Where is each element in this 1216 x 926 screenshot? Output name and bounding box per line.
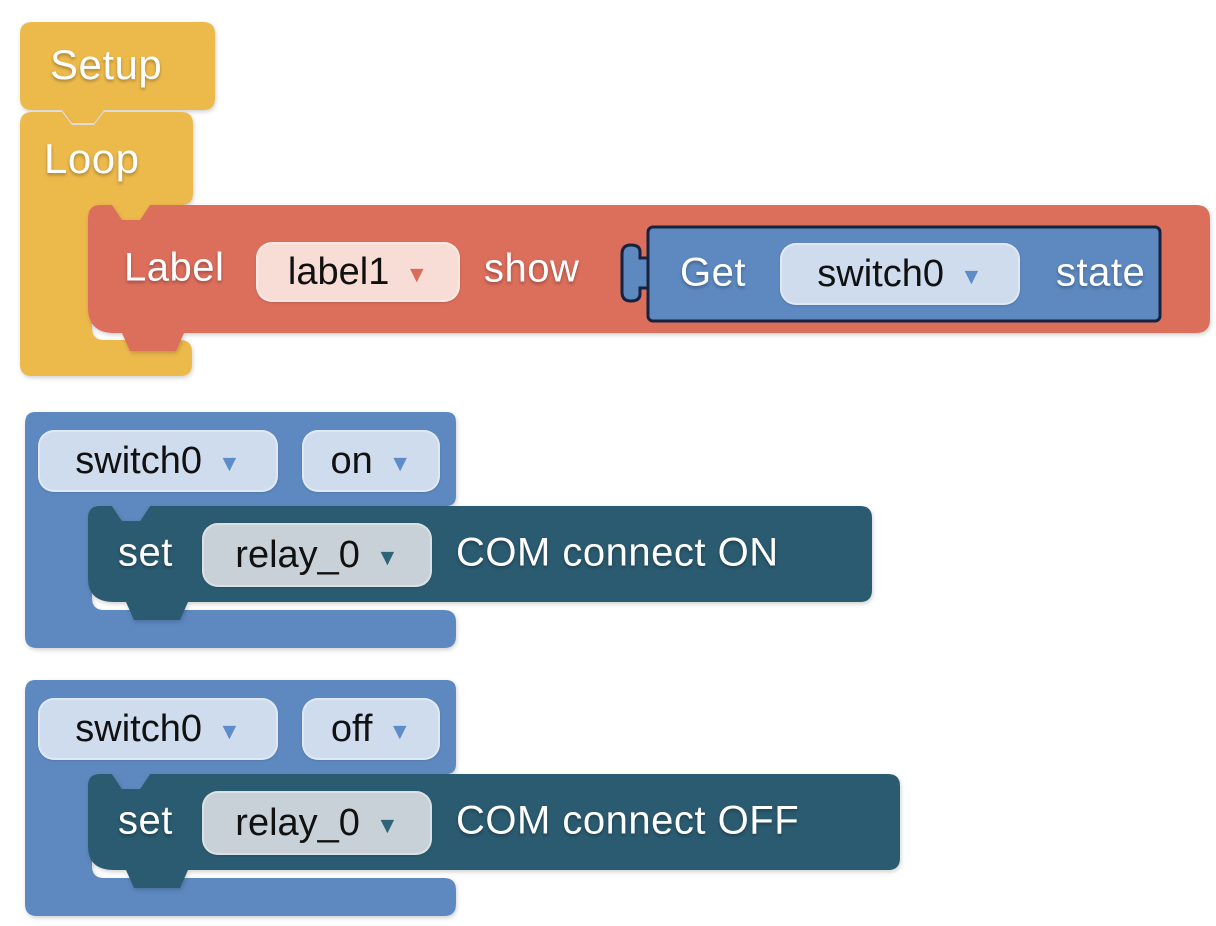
on-relay-dropdown[interactable]: relay_0 ▼ xyxy=(202,523,432,587)
off-event-state-dropdown[interactable]: off ▼ xyxy=(302,698,440,760)
off-event-state-dropdown-value: off xyxy=(330,707,373,750)
on-event-state-dropdown-value: on xyxy=(330,439,373,482)
setup-block[interactable] xyxy=(20,22,215,123)
dropdown-arrow-icon: ▼ xyxy=(388,717,412,744)
label-name-dropdown[interactable]: label1 ▼ xyxy=(256,242,460,302)
dropdown-arrow-icon: ▼ xyxy=(217,717,241,744)
dropdown-arrow-icon: ▼ xyxy=(405,260,429,287)
set-off-keyword: set xyxy=(118,798,173,843)
dropdown-arrow-icon: ▼ xyxy=(959,262,983,289)
off-event-device-dropdown-value: switch0 xyxy=(75,707,202,750)
setup-block-label: Setup xyxy=(50,41,163,89)
dropdown-arrow-icon: ▼ xyxy=(388,449,412,476)
loop-block[interactable] xyxy=(20,112,193,376)
dropdown-arrow-icon: ▼ xyxy=(217,449,241,476)
off-event-device-dropdown[interactable]: switch0 ▼ xyxy=(38,698,278,760)
on-relay-dropdown-value: relay_0 xyxy=(235,533,360,576)
label-action: show xyxy=(484,246,580,291)
off-relay-dropdown[interactable]: relay_0 ▼ xyxy=(202,791,432,855)
on-event-device-dropdown[interactable]: switch0 ▼ xyxy=(38,430,278,492)
set-on-keyword: set xyxy=(118,530,173,575)
loop-block-label: Loop xyxy=(44,135,140,183)
on-event-device-dropdown-value: switch0 xyxy=(75,439,202,482)
on-event-state-dropdown[interactable]: on ▼ xyxy=(302,430,440,492)
set-on-suffix: COM connect ON xyxy=(456,530,779,575)
get-keyword: Get xyxy=(680,250,746,295)
label-keyword: Label xyxy=(124,245,225,290)
dropdown-arrow-icon: ▼ xyxy=(375,811,399,838)
dropdown-arrow-icon: ▼ xyxy=(375,543,399,570)
get-device-dropdown-value: switch0 xyxy=(817,252,944,295)
get-state-plug-icon xyxy=(620,243,654,303)
set-off-suffix: COM connect OFF xyxy=(456,798,800,843)
off-relay-dropdown-value: relay_0 xyxy=(235,801,360,844)
label-name-dropdown-value: label1 xyxy=(287,250,390,293)
get-device-dropdown[interactable]: switch0 ▼ xyxy=(780,243,1020,305)
get-suffix: state xyxy=(1056,250,1146,295)
